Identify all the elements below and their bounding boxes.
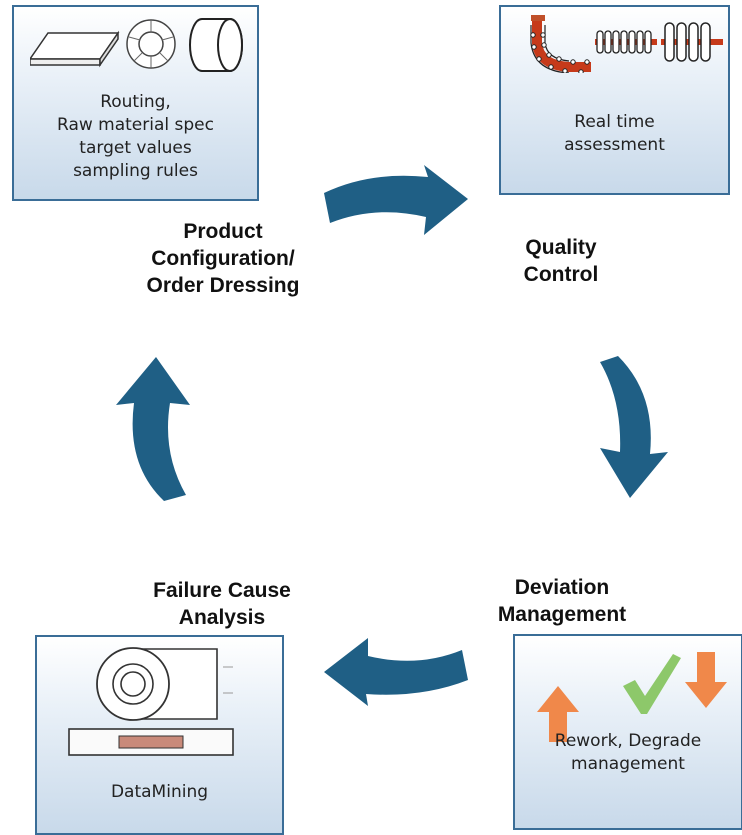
cycle-arrow-right [600,356,668,498]
quality-control-box: Real time assessment [499,5,730,195]
stage-label-failure: Failure Cause Analysis [153,579,291,629]
cycle-arrow-top [324,165,468,235]
coil-icon [96,647,233,721]
deviation-box: Rework, Degrade management [513,634,742,830]
stage-label-product: Product Configuration/ Order Dressing [146,220,300,297]
cylinder-icon [189,18,243,72]
roller-table-icon [661,22,723,62]
stage-label-quality: Quality Control [523,236,599,286]
plate-icon [30,30,120,68]
failure-analysis-text: DataMining [110,782,209,802]
caster-icon [530,15,591,73]
slab-icon [68,728,234,756]
cycle-arrow-bottom [324,638,468,706]
product-config-text: Routing, Raw material spec target values… [57,92,214,181]
arrow-down-icon [685,652,727,708]
arrow-up-icon [537,686,579,742]
ring-icon [126,19,176,69]
cycle-arrow-left [116,357,190,501]
failure-analysis-box: DataMining [35,635,284,835]
deviation-text: Rework, Degrade management [554,731,702,774]
product-config-box: Routing, Raw material spec target values… [12,5,259,201]
checkmark-icon [623,654,681,714]
quality-control-text: Real time assessment [564,112,665,155]
roller-table-icon [595,30,657,54]
stage-label-deviation: Deviation Management [497,576,627,626]
